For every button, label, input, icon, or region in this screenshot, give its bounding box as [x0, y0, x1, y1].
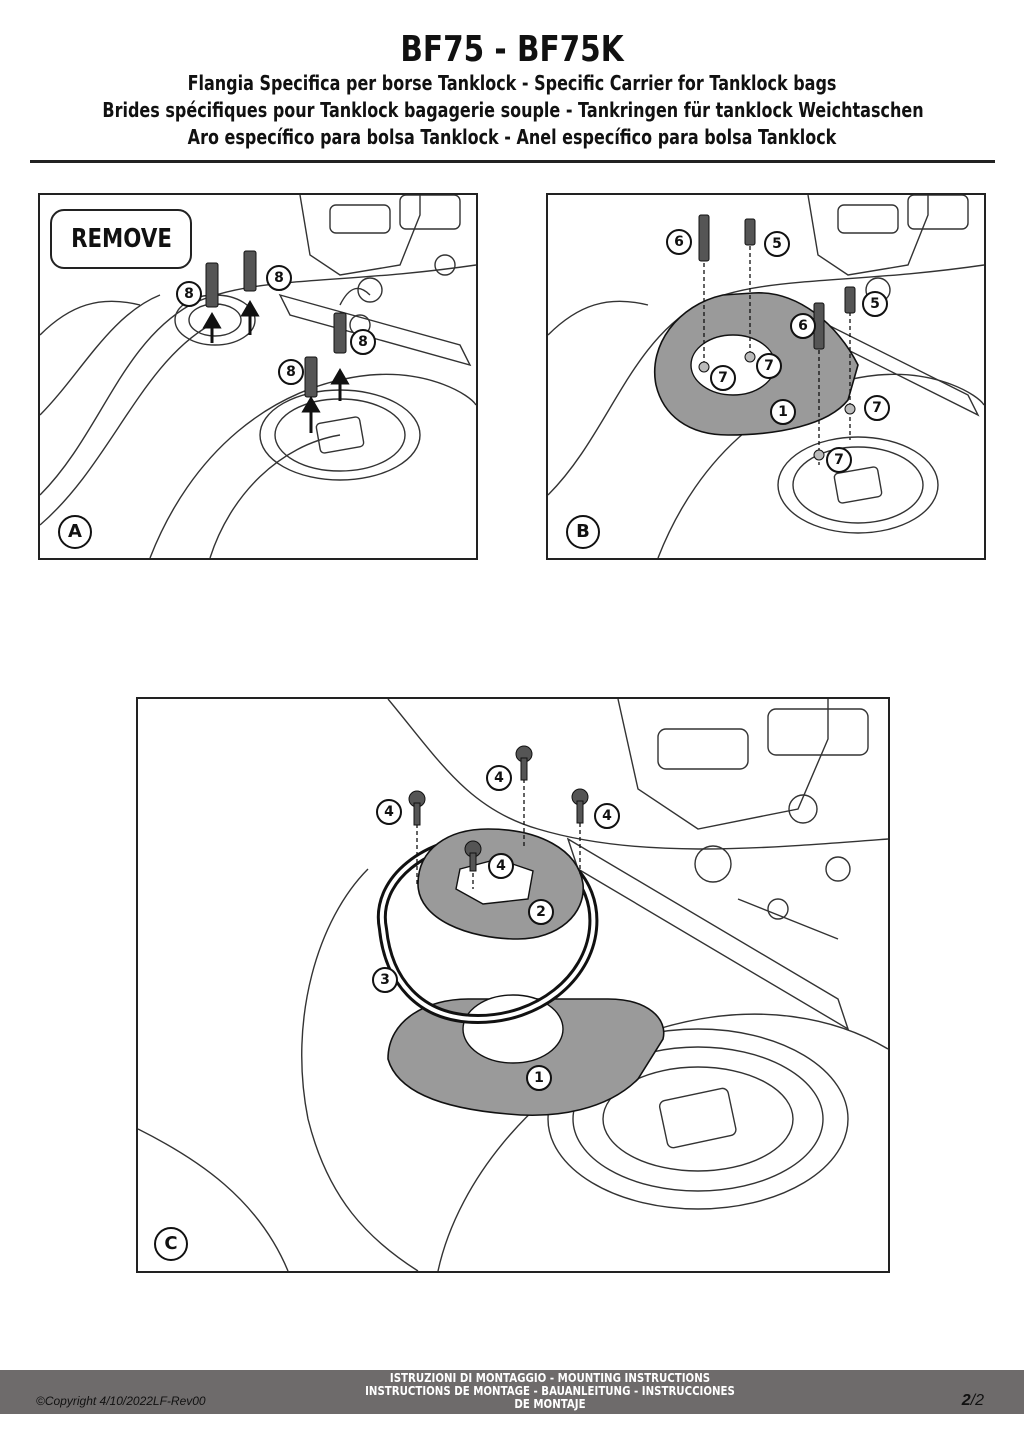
callout-8: 8 [278, 359, 304, 385]
callout-5: 5 [764, 231, 790, 257]
footer-line-1: ISTRUZIONI DI MONTAGGIO - MOUNTING INSTR… [389, 1371, 711, 1385]
subtitle-line-3: Aro específico para bolsa Tanklock - Ane… [187, 125, 837, 149]
callout-7: 7 [864, 395, 890, 421]
panel-c-illustration [138, 699, 888, 1271]
panel-label-a: A [58, 515, 92, 549]
header-divider [30, 160, 995, 163]
panel-b: 6 5 6 5 7 7 7 7 1 B [546, 193, 986, 560]
panel-c: 4 4 4 4 2 3 1 C [136, 697, 890, 1273]
copyright-text: ©Copyright 4/10/2022LF-Rev00 [36, 1394, 206, 1408]
callout-7: 7 [826, 447, 852, 473]
callout-8: 8 [176, 281, 202, 307]
subtitle-line-2: Brides spécifiques pour Tanklock bagager… [102, 98, 924, 122]
callout-3: 3 [372, 967, 398, 993]
callout-8: 8 [350, 329, 376, 355]
subtitle-line-1: Flangia Specifica per borse Tanklock - S… [187, 71, 837, 95]
page-total: /2 [970, 1392, 984, 1409]
callout-4: 4 [486, 765, 512, 791]
callout-7: 7 [756, 353, 782, 379]
page-current: 2 [961, 1392, 971, 1409]
callout-7: 7 [710, 365, 736, 391]
callout-6: 6 [666, 229, 692, 255]
page-number: 2/2 [962, 1392, 984, 1410]
document-header: BF75 - BF75K Flangia Specifica per borse… [0, 30, 1024, 151]
footer-line-3: DE MONTAJE [514, 1397, 586, 1411]
callout-2: 2 [528, 899, 554, 925]
page-footer: ©Copyright 4/10/2022LF-Rev00 ISTRUZIONI … [0, 1370, 1024, 1414]
footer-line-2: INSTRUCTIONS DE MONTAGE - BAUANLEITUNG -… [365, 1384, 735, 1398]
panel-a-illustration [40, 195, 476, 558]
panel-a: REMOVE 8 8 8 8 A [38, 193, 478, 560]
panel-label-c: C [154, 1227, 188, 1261]
callout-5: 5 [862, 291, 888, 317]
callout-1: 1 [770, 399, 796, 425]
panel-label-b: B [566, 515, 600, 549]
footer-instructions: ISTRUZIONI DI MONTAGGIO - MOUNTING INSTR… [295, 1372, 805, 1411]
remove-badge: REMOVE [50, 209, 192, 269]
callout-6: 6 [790, 313, 816, 339]
callout-8: 8 [266, 265, 292, 291]
callout-1: 1 [526, 1065, 552, 1091]
callout-4: 4 [376, 799, 402, 825]
callout-4: 4 [594, 803, 620, 829]
callout-4: 4 [488, 853, 514, 879]
document-title: BF75 - BF75K [400, 29, 624, 70]
